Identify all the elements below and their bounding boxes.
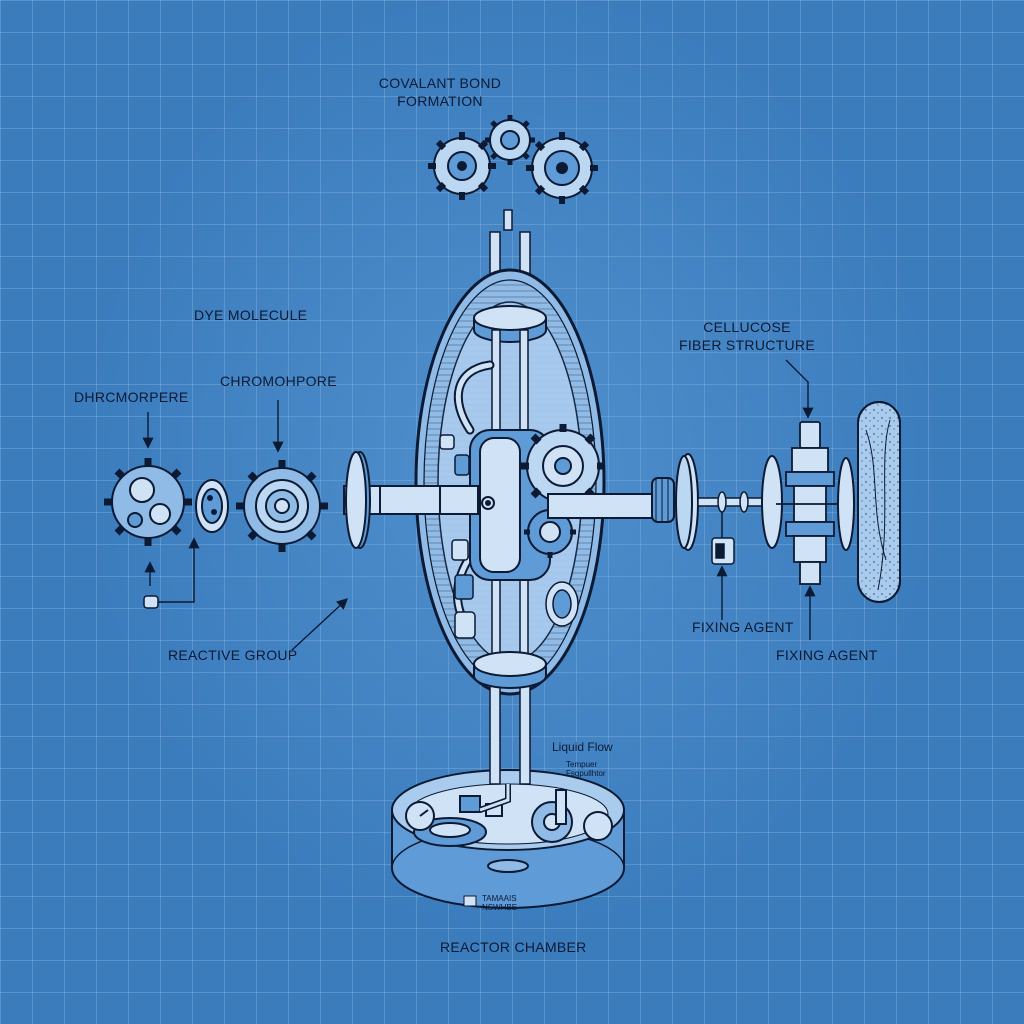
small-capsule bbox=[143, 595, 159, 609]
label-covalant-bond-line2: FORMATION bbox=[397, 93, 483, 109]
small-ring-icon bbox=[195, 479, 229, 533]
left-fittings bbox=[439, 434, 476, 639]
label-nameplate-line2: NSWHBE bbox=[482, 903, 518, 912]
label-tempuer-line2: Fsgpullhtor bbox=[566, 769, 606, 778]
top-stub bbox=[503, 209, 513, 231]
label-chromohpore: CHROMOHPORE bbox=[220, 373, 337, 389]
label-tempuer-line1: Tempuer bbox=[566, 760, 598, 769]
right-assembly bbox=[697, 455, 783, 565]
leader-arrows bbox=[142, 359, 816, 651]
fixing-disc bbox=[837, 457, 855, 551]
right-coupling bbox=[651, 453, 699, 551]
label-covalant-bond-line1: COVALANT BOND bbox=[378, 75, 502, 91]
capsule-leader bbox=[158, 537, 200, 603]
label-tempuer: Tempuer Fsgpullhtor bbox=[566, 760, 606, 778]
top-flange bbox=[473, 305, 547, 343]
bottom-flange bbox=[473, 651, 547, 689]
label-fixing-agent-2: FIXING AGENT bbox=[776, 647, 878, 663]
label-fixing-agent-1: FIXING AGENT bbox=[692, 619, 794, 635]
label-nameplate-line1: TAMAAIS bbox=[482, 894, 517, 903]
top-gears bbox=[428, 115, 598, 204]
cellulose-fiber-icon bbox=[857, 401, 901, 603]
gear-mid-icon bbox=[485, 115, 535, 165]
label-cellucose-line2: FIBER STRUCTURE bbox=[679, 337, 815, 353]
label-covalant-bond: COVALANT BOND FORMATION bbox=[370, 74, 510, 110]
label-liquid-flow: Liquid Flow bbox=[552, 740, 613, 754]
gear-right-icon bbox=[526, 132, 598, 204]
lower-dial-icon bbox=[545, 581, 579, 627]
label-dhrcmorpere: DHRCMORPERE bbox=[74, 389, 189, 405]
label-reactive-group: REACTIVE GROUP bbox=[168, 647, 298, 663]
label-dye-molecule: DYE MOLECULE bbox=[194, 307, 308, 323]
label-cellucose-line1: CELLUCOSE bbox=[703, 319, 791, 335]
label-cellucose: CELLUCOSE FIBER STRUCTURE bbox=[672, 318, 822, 354]
reactor-chamber bbox=[391, 769, 625, 909]
gear-left-icon bbox=[428, 132, 496, 200]
left-shaft-wheel bbox=[345, 451, 371, 549]
label-nameplate: TAMAAIS NSWHBE bbox=[482, 894, 517, 912]
fixing-connector bbox=[776, 421, 842, 585]
dhrcmorpere-gear-icon bbox=[104, 458, 192, 546]
chromohpore-gear-icon bbox=[236, 460, 328, 552]
vertical-rods-bottom bbox=[489, 679, 531, 785]
label-reactor-chamber: REACTOR CHAMBER bbox=[440, 939, 587, 955]
